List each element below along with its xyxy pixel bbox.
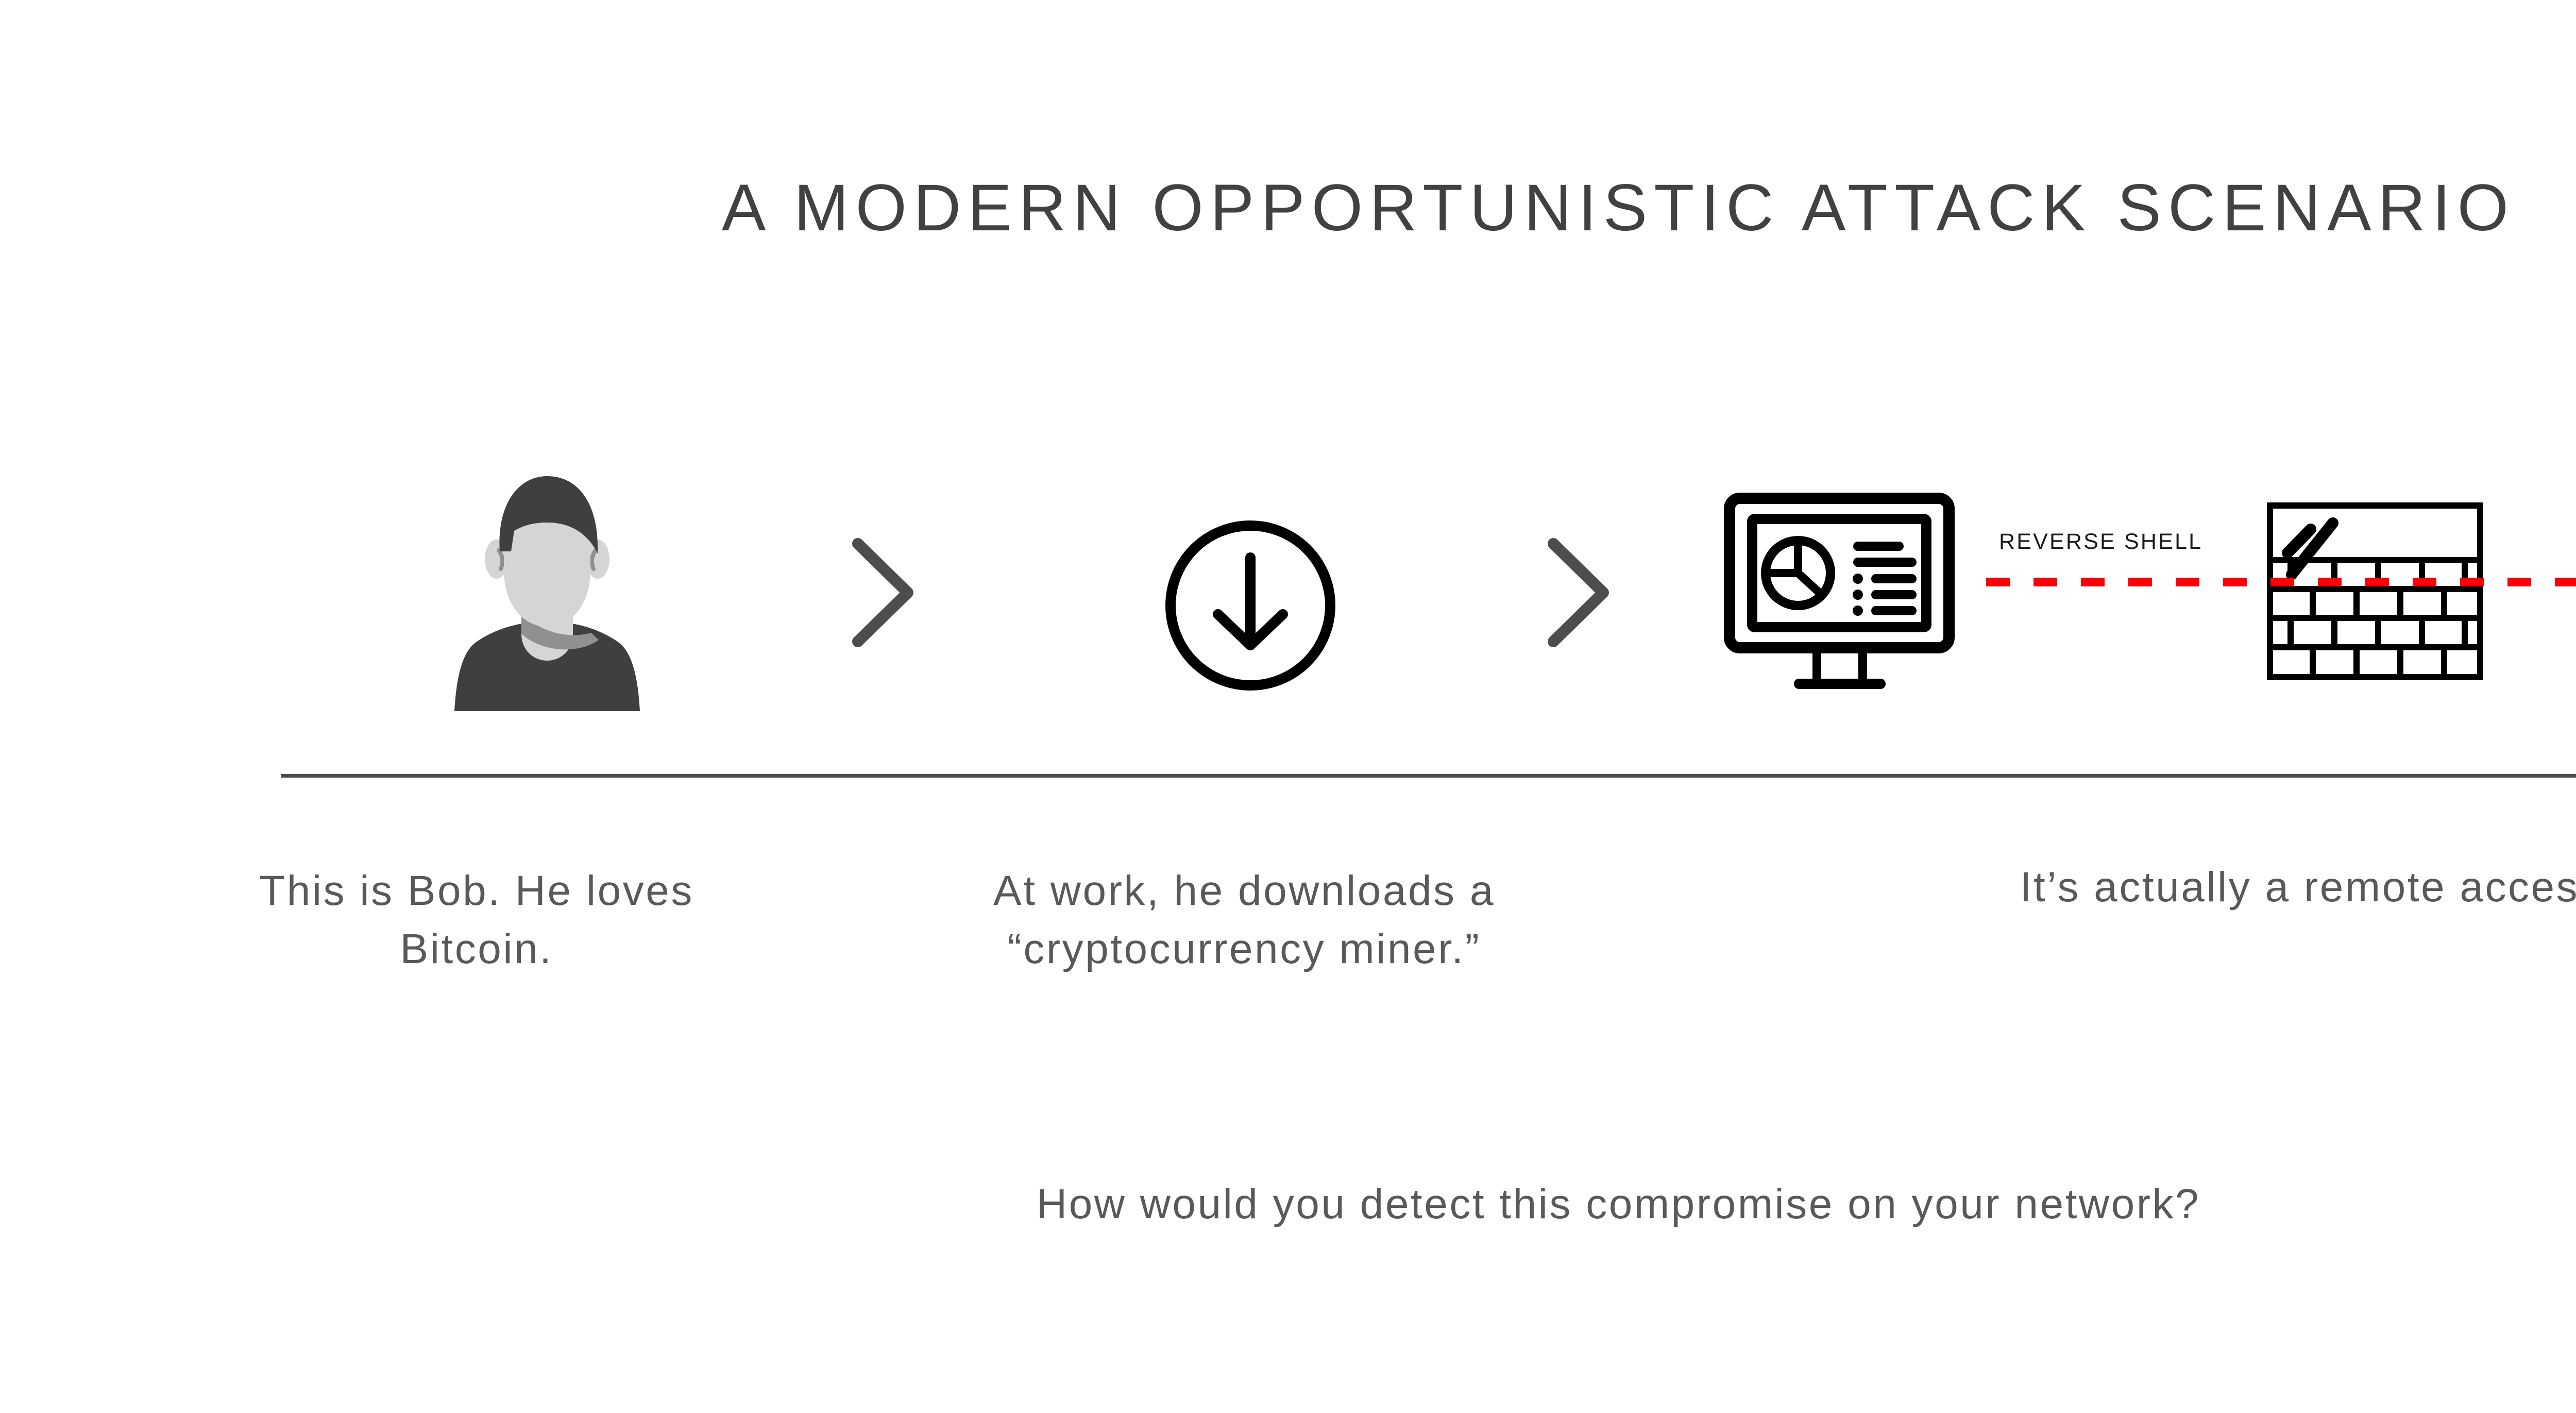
attacker-c2-label: ATTACKER COMMAND & CONTROL [2540, 370, 2576, 459]
bob-avatar [449, 469, 645, 711]
attacker-c2-label-line2: & CONTROL [2540, 414, 2576, 459]
desktop-monitor-icon [1723, 492, 1955, 693]
caption-download: At work, he downloads a “cryptocurrency … [993, 867, 1495, 972]
flow-arrow-1 [845, 533, 922, 652]
reverse-shell-link [1986, 578, 2576, 586]
firewall-brick-wall-icon [2267, 502, 2483, 680]
reverse-shell-label: REVERSE SHELL [1999, 529, 2203, 554]
section-divider [281, 774, 2576, 778]
download-circle-icon [1160, 515, 1341, 696]
closing-question: How would you detect this compromise on … [1036, 1181, 2201, 1227]
caption-trojan: It’s actually a remote access trojan. [2020, 864, 2576, 911]
attacker-c2-label-line1: ATTACKER COMMAND [2540, 370, 2576, 414]
page-title: A MODERN OPPORTUNISTIC ATTACK SCENARIO [721, 171, 2516, 245]
caption-bob: This is Bob. He loves Bitcoin. [259, 867, 694, 972]
flow-arrow-2 [1540, 533, 1618, 652]
